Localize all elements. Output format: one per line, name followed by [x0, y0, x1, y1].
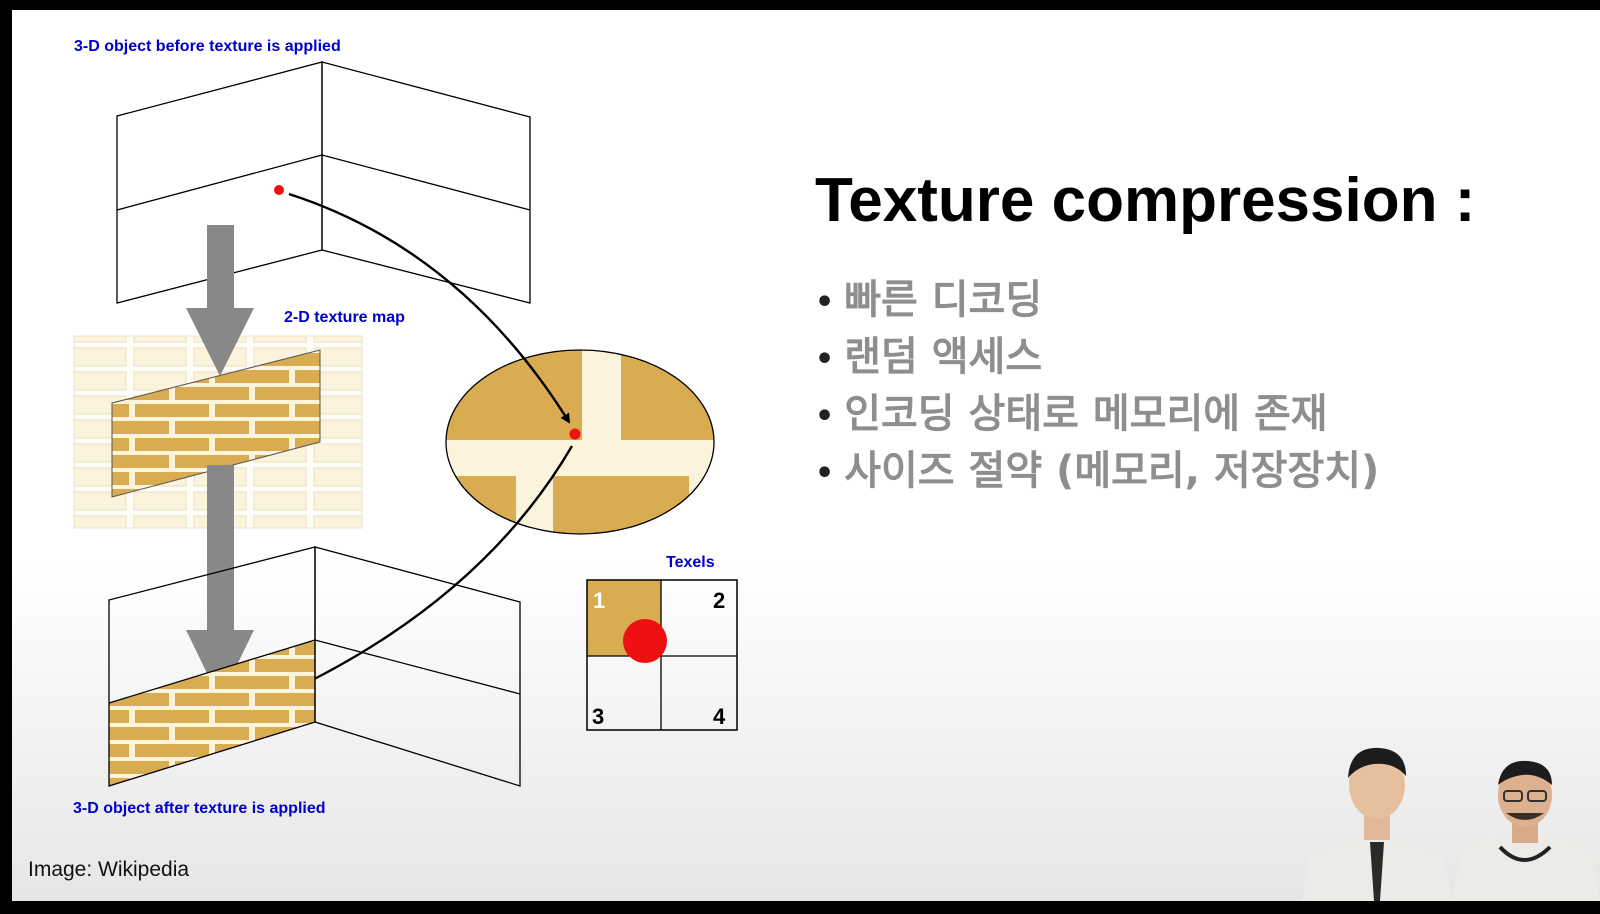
- texture-zoom-ellipse: [445, 349, 715, 535]
- texture-mapping-diagram: 3-D object before texture is applied 2-D…: [73, 38, 738, 817]
- bullet-item: •랜덤 액세스: [815, 329, 1379, 386]
- bullet-item: •사이즈 절약 (메모리, 저장장치): [815, 443, 1379, 500]
- texel-grid: 1 2 3 4: [586, 579, 738, 731]
- sample-point-zoom: [569, 428, 581, 440]
- bullet-item: •빠른 디코딩: [815, 272, 1379, 329]
- bullet-text: 랜덤 액세스: [844, 334, 1043, 380]
- sample-point-texel: [623, 619, 667, 663]
- bullet-list: •빠른 디코딩 •랜덤 액세스 •인코딩 상태로 메모리에 존재 •사이즈 절약…: [815, 272, 1379, 500]
- label-after-texture: 3-D object after texture is applied: [73, 800, 326, 817]
- texture-map-skewed: [111, 349, 321, 498]
- bullet-text: 사이즈 절약 (메모리, 저장장치): [844, 448, 1380, 494]
- slide-title: Texture compression :: [815, 166, 1476, 235]
- sample-point-before: [274, 185, 284, 195]
- bullet-dot: •: [815, 455, 835, 491]
- bullet-text: 빠른 디코딩: [844, 277, 1043, 323]
- label-before-texture: 3-D object before texture is applied: [74, 38, 341, 55]
- presenter-right: [1452, 760, 1600, 901]
- mapping-arrow-top: [288, 192, 571, 424]
- object-before-texture: [116, 61, 531, 304]
- bullet-item: •인코딩 상태로 메모리에 존재: [815, 386, 1379, 443]
- bullet-dot: •: [815, 284, 835, 320]
- label-texture-map: 2-D texture map: [284, 309, 405, 326]
- texel-number-4: 4: [713, 704, 726, 729]
- texel-number-3: 3: [592, 704, 604, 729]
- bullet-dot: •: [815, 398, 835, 434]
- presenter-left: [1302, 747, 1452, 901]
- down-arrow-icon: [186, 225, 254, 700]
- image-credit: Image: Wikipedia: [28, 858, 190, 881]
- texel-number-1: 1: [593, 588, 605, 613]
- bullet-dot: •: [815, 341, 835, 377]
- object-after-texture: [108, 546, 521, 787]
- slide: 3-D object before texture is applied 2-D…: [12, 10, 1600, 901]
- texel-number-2: 2: [713, 588, 725, 613]
- bullet-text: 인코딩 상태로 메모리에 존재: [844, 391, 1328, 437]
- label-texels: Texels: [666, 554, 715, 571]
